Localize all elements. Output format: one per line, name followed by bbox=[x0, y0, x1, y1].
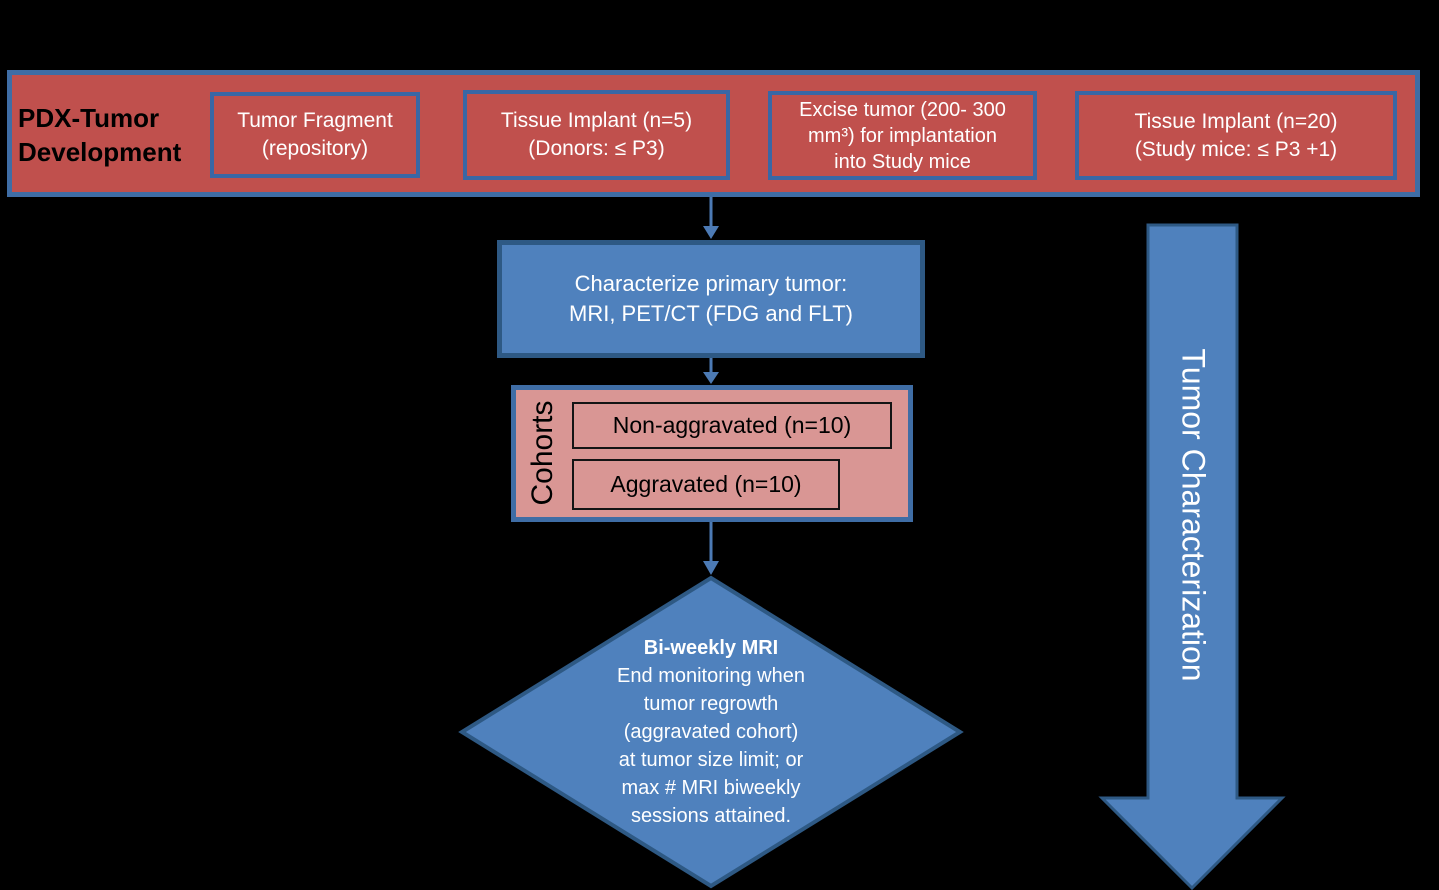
down-arrow-connector-1 bbox=[703, 197, 719, 239]
cohorts-group-label: Cohorts bbox=[526, 400, 559, 506]
step-tissue-implant-donors: Tissue Implant (n=5) (Donors: ≤ P3) bbox=[463, 90, 730, 180]
down-arrow-connector-3 bbox=[703, 522, 719, 575]
step-tumor-fragment: Tumor Fragment (repository) bbox=[210, 92, 420, 178]
step-characterize-primary-tumor: Characterize primary tumor: MRI, PET/CT … bbox=[497, 240, 925, 358]
decision-diamond-text: Bi-weekly MRI End monitoring when tumor … bbox=[462, 578, 960, 886]
down-arrow-connector-2 bbox=[703, 358, 719, 384]
decision-diamond-title: Bi-weekly MRI bbox=[643, 637, 779, 659]
decision-diamond-body: End monitoring when tumor regrowth (aggr… bbox=[617, 665, 805, 827]
cohorts-group-box bbox=[511, 385, 913, 522]
cohort-non-aggravated: Non-aggravated (n=10) bbox=[572, 402, 892, 449]
banner-title: PDX-Tumor Development bbox=[18, 103, 182, 167]
tumor-characterization-arrow-shape bbox=[1098, 223, 1286, 890]
step-excise-tumor: Excise tumor (200- 300 mm³) for implanta… bbox=[768, 91, 1037, 180]
decision-diamond-shape bbox=[458, 575, 964, 889]
step-tissue-implant-study-mice: Tissue Implant (n=20) (Study mice: ≤ P3 … bbox=[1075, 91, 1397, 180]
cohort-aggravated: Aggravated (n=10) bbox=[572, 459, 840, 510]
tumor-characterization-arrow-label: Tumor Characterization bbox=[1175, 348, 1212, 682]
